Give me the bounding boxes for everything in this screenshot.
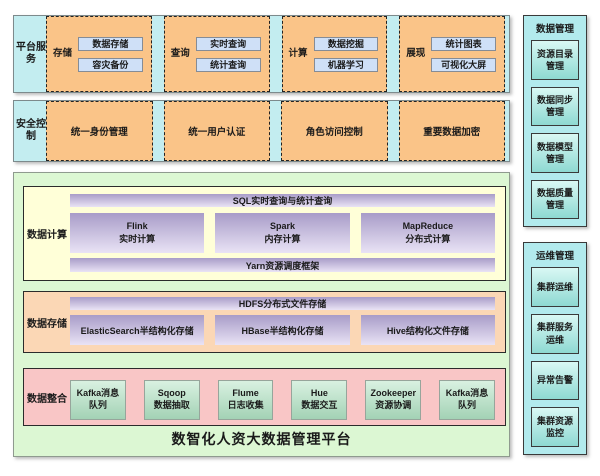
store-hive: Hive结构化文件存储 <box>360 315 495 345</box>
platform-services-groups: 存储 数据存储 容灾备份 查询 实时查询 统计查询 计算 数据挖掘 机器学习 <box>46 9 505 99</box>
store-elasticsearch: ElasticSearch半结构化存储 <box>70 315 205 345</box>
ops-management-sidebar: 运维管理 集群运维 集群服务运维 异常告警 集群资源监控 <box>523 242 587 455</box>
data-storage-content: HDFS分布式文件存储 ElasticSearch半结构化存储 HBase半结构… <box>70 292 505 352</box>
security-item: 统一用户认证 <box>163 101 270 161</box>
platform-item: 统计图表 <box>431 36 496 51</box>
platform-item: 实时查询 <box>195 36 261 51</box>
sidebar-item: 数据质量管理 <box>531 179 579 219</box>
yarn-bar: Yarn资源调度框架 <box>70 258 495 272</box>
data-management-items: 资源目录管理 数据同步管理 数据模型管理 数据质量管理 <box>531 40 579 219</box>
ops-management-items: 集群运维 集群服务运维 异常告警 集群资源监控 <box>531 267 579 447</box>
store-row: ElasticSearch半结构化存储 HBase半结构化存储 Hive结构化文… <box>70 315 495 345</box>
tool-kafka: Kafka消息队列 <box>70 380 126 420</box>
main-platform-panel: 数据计算 SQL实时查询与统计查询 Flink 实时计算 Spark 内存计算 … <box>13 172 510 457</box>
platform-services-panel: 平台服务 存储 数据存储 容灾备份 查询 实时查询 统计查询 计算 数据挖掘 <box>13 15 510 93</box>
platform-group-storage: 存储 数据存储 容灾备份 <box>46 16 152 92</box>
sidebar-item: 数据同步管理 <box>531 86 579 126</box>
data-storage-section: 数据存储 HDFS分布式文件存储 ElasticSearch半结构化存储 HBa… <box>23 291 506 353</box>
data-management-sidebar: 数据管理 资源目录管理 数据同步管理 数据模型管理 数据质量管理 <box>523 15 587 227</box>
platform-item: 数据挖掘 <box>313 36 379 51</box>
platform-title: 数智化人资大数据管理平台 <box>171 431 352 447</box>
platform-group-items: 数据存储 容灾备份 <box>78 36 143 72</box>
security-item: 角色访问控制 <box>281 101 388 161</box>
platform-group-compute: 计算 数据挖掘 机器学习 <box>281 16 388 92</box>
tool-kafka-2: Kafka消息队列 <box>439 380 495 420</box>
tool-sqoop: Sqoop 数据抽取 <box>143 380 200 420</box>
platform-group-items: 数据挖掘 机器学习 <box>313 36 379 72</box>
platform-services-label: 平台服务 <box>16 41 46 66</box>
data-integration-content: Kafka消息队列 Sqoop 数据抽取 Flume 日志收集 Hue 数据交互… <box>70 369 505 425</box>
platform-item: 机器学习 <box>313 57 379 72</box>
platform-group-label: 存储 <box>53 48 73 60</box>
sql-query-bar: SQL实时查询与统计查询 <box>70 194 495 207</box>
engine-spark: Spark 内存计算 <box>215 212 350 253</box>
engine-row: Flink 实时计算 Spark 内存计算 MapReduce 分布式计算 <box>70 212 495 253</box>
tool-row: Kafka消息队列 Sqoop 数据抽取 Flume 日志收集 Hue 数据交互… <box>70 380 495 420</box>
platform-group-display: 展现 统计图表 可视化大屏 <box>399 16 505 92</box>
data-compute-section: 数据计算 SQL实时查询与统计查询 Flink 实时计算 Spark 内存计算 … <box>23 186 506 281</box>
security-item: 统一身份管理 <box>46 101 153 161</box>
sidebar-item: 集群服务运维 <box>531 313 579 354</box>
platform-item: 统计查询 <box>195 57 261 72</box>
hdfs-bar: HDFS分布式文件存储 <box>70 297 495 310</box>
platform-group-label: 计算 <box>288 48 308 60</box>
sidebar-item: 集群资源监控 <box>531 407 579 447</box>
data-integration-section: 数据整合 Kafka消息队列 Sqoop 数据抽取 Flume 日志收集 Hue… <box>23 368 506 426</box>
engine-flink: Flink 实时计算 <box>70 212 205 253</box>
security-item: 重要数据加密 <box>398 101 505 161</box>
data-management-title: 数据管理 <box>535 24 574 35</box>
sidebar-item: 资源目录管理 <box>531 40 579 80</box>
tool-hue: Hue 数据交互 <box>291 380 348 420</box>
data-compute-content: SQL实时查询与统计查询 Flink 实时计算 Spark 内存计算 MapRe… <box>70 187 505 280</box>
data-storage-label: 数据存储 <box>27 318 67 330</box>
tool-zookeeper: Zookeeper 资源协调 <box>365 380 422 420</box>
security-control-panel: 安全控制 统一身份管理 统一用户认证 角色访问控制 重要数据加密 <box>13 100 510 162</box>
ops-management-title: 运维管理 <box>535 251 574 262</box>
platform-item: 数据存储 <box>78 36 143 51</box>
sidebar-item: 异常告警 <box>531 360 579 401</box>
platform-item: 可视化大屏 <box>431 57 496 72</box>
platform-group-query: 查询 实时查询 统计查询 <box>163 16 270 92</box>
sidebar-item: 集群运维 <box>531 267 579 307</box>
data-compute-label: 数据计算 <box>27 230 67 241</box>
security-control-label: 安全控制 <box>16 118 46 143</box>
platform-group-label: 展现 <box>406 48 426 60</box>
data-integration-label: 数据整合 <box>27 393 67 405</box>
engine-mapreduce: MapReduce 分布式计算 <box>360 212 495 253</box>
platform-group-label: 查询 <box>170 48 190 60</box>
security-control-items: 统一身份管理 统一用户认证 角色访问控制 重要数据加密 <box>46 94 505 168</box>
platform-group-items: 实时查询 统计查询 <box>195 36 261 72</box>
tool-flume: Flume 日志收集 <box>217 380 274 420</box>
platform-group-items: 统计图表 可视化大屏 <box>431 36 496 72</box>
store-hbase: HBase半结构化存储 <box>215 315 350 345</box>
sidebar-item: 数据模型管理 <box>531 133 579 173</box>
platform-item: 容灾备份 <box>78 57 143 72</box>
